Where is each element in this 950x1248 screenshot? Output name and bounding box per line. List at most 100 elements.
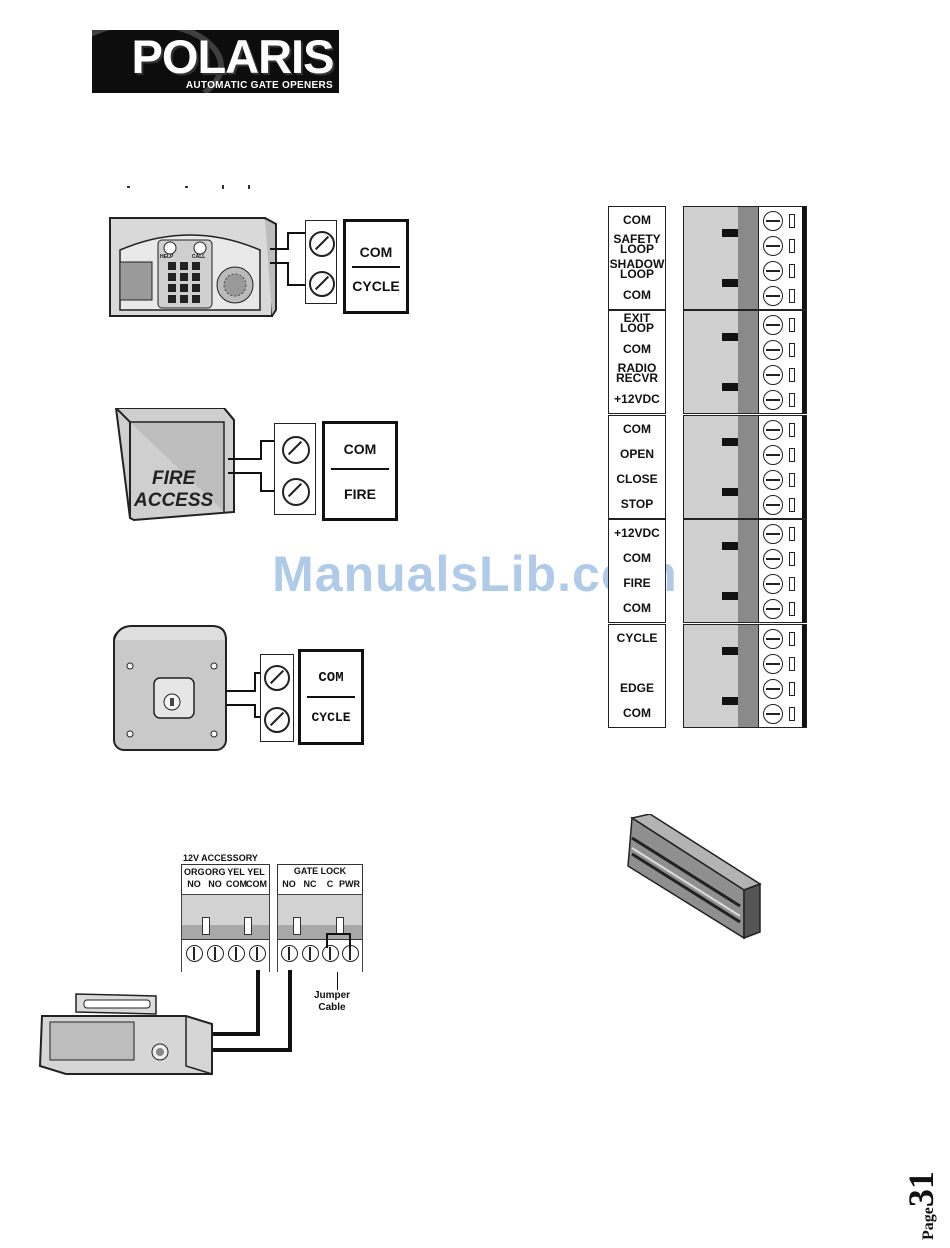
strip-terminal-label: COM (623, 706, 651, 720)
strip-terminal-label: COM (623, 551, 651, 565)
accessory-wire-color: ORG (184, 867, 205, 877)
terminal-screw (763, 340, 783, 360)
wire (287, 284, 307, 286)
terminal-screw (763, 365, 783, 385)
terminal-screw (763, 261, 783, 281)
wire (228, 458, 262, 460)
wire (226, 690, 256, 692)
scan-artifact (248, 185, 250, 189)
terminal-screw (763, 599, 783, 619)
wire (260, 440, 278, 442)
strip-terminal-label: CYCLE (616, 631, 658, 645)
fire-access-illustration: FIRE ACCESS (112, 407, 240, 526)
page-word: Page (920, 1207, 937, 1240)
logo-swoosh (92, 30, 224, 93)
label-cycle: CYCLE (311, 710, 351, 725)
terminal-screw (763, 629, 783, 649)
terminal-screw (763, 495, 783, 515)
jumper-wire (349, 933, 351, 948)
terminal-screw (763, 445, 783, 465)
wire (287, 232, 307, 234)
terminal-screw (207, 945, 224, 962)
terminal-screw (763, 470, 783, 490)
logo-tagline: AUTOMATIC GATE OPENERS (185, 80, 333, 91)
strip-terminal-block (683, 519, 807, 623)
wire (260, 472, 262, 492)
scan-artifact (222, 185, 224, 189)
wire (260, 440, 262, 460)
strip-terminal-block (683, 310, 807, 414)
label-fire: FIRE (344, 486, 376, 502)
terminal-screw (763, 679, 783, 699)
jumper-cable-label: Jumper Cable (313, 990, 351, 1013)
terminal-screw (282, 436, 310, 464)
label-com: COM (318, 670, 344, 686)
strip-terminal-label: +12VDC (614, 526, 660, 540)
terminal-screw (342, 945, 359, 962)
terminal-screw (763, 236, 783, 256)
terminal-screw (763, 390, 783, 410)
gate-lock-title: GATE LOCK (293, 866, 347, 876)
wire (270, 262, 288, 264)
strip-terminal-block (683, 415, 807, 519)
terminal-screw (264, 665, 290, 691)
strip-terminal-label: COM (623, 422, 651, 436)
wire (287, 262, 289, 284)
polaris-logo: POLARIS AUTOMATIC GATE OPENERS (92, 30, 339, 93)
terminal-screw (763, 524, 783, 544)
divider (352, 266, 400, 268)
page-number: Page31 (900, 1120, 950, 1240)
strip-terminal-label: OPEN (619, 447, 654, 461)
electric-strike-illustration (36, 990, 218, 1078)
terminal-screw (309, 231, 335, 257)
keypad-illustration: HELP CALL (100, 210, 280, 322)
keypad-terminal-labels: COM CYCLE (343, 219, 409, 314)
terminal-screw (763, 211, 783, 231)
keypad-call-label: CALL (192, 254, 206, 260)
terminal-screw (281, 945, 298, 962)
strip-terminal-block (683, 206, 807, 310)
fire-label-line1: FIRE (152, 468, 196, 489)
strip-terminal-label: FIRE (623, 576, 651, 590)
divider (307, 696, 355, 698)
terminal-column (274, 423, 316, 515)
terminal-screw (309, 271, 335, 297)
strip-terminal-label: EDGE (619, 681, 654, 695)
terminal-screw (763, 654, 783, 674)
terminal-screw (763, 420, 783, 440)
accessory-terminal-label: COM (246, 879, 267, 889)
strip-label-group: CYCLE EDGE COM (608, 624, 666, 728)
strip-terminal-label: +12VDC (614, 392, 660, 406)
terminal-screw (763, 549, 783, 569)
accessory-wire-color: YEL (247, 867, 265, 877)
gate-lock-terminal-label: PWR (339, 879, 360, 889)
wire (210, 1032, 260, 1036)
terminal-screw (763, 286, 783, 306)
wire (226, 704, 256, 706)
jumper-wire (326, 933, 350, 935)
wire (288, 970, 292, 1052)
key-switch-illustration (108, 622, 234, 754)
accessory-wire-color: ORG (205, 867, 226, 877)
divider (331, 468, 389, 470)
scan-artifact (127, 186, 130, 188)
wire (270, 248, 288, 250)
logo-brand: POLARIS (131, 30, 335, 83)
terminal-screw (186, 945, 203, 962)
wire (228, 472, 262, 474)
terminal-screw (228, 945, 245, 962)
wire (254, 672, 256, 692)
key-switch-terminal-labels: COM CYCLE (298, 649, 364, 745)
gate-lock-terminal-label: NO (282, 879, 296, 889)
wire (256, 970, 260, 1036)
accessory-terminal-label: COM (226, 879, 247, 889)
gate-lock-terminal-label: NC (303, 879, 317, 889)
